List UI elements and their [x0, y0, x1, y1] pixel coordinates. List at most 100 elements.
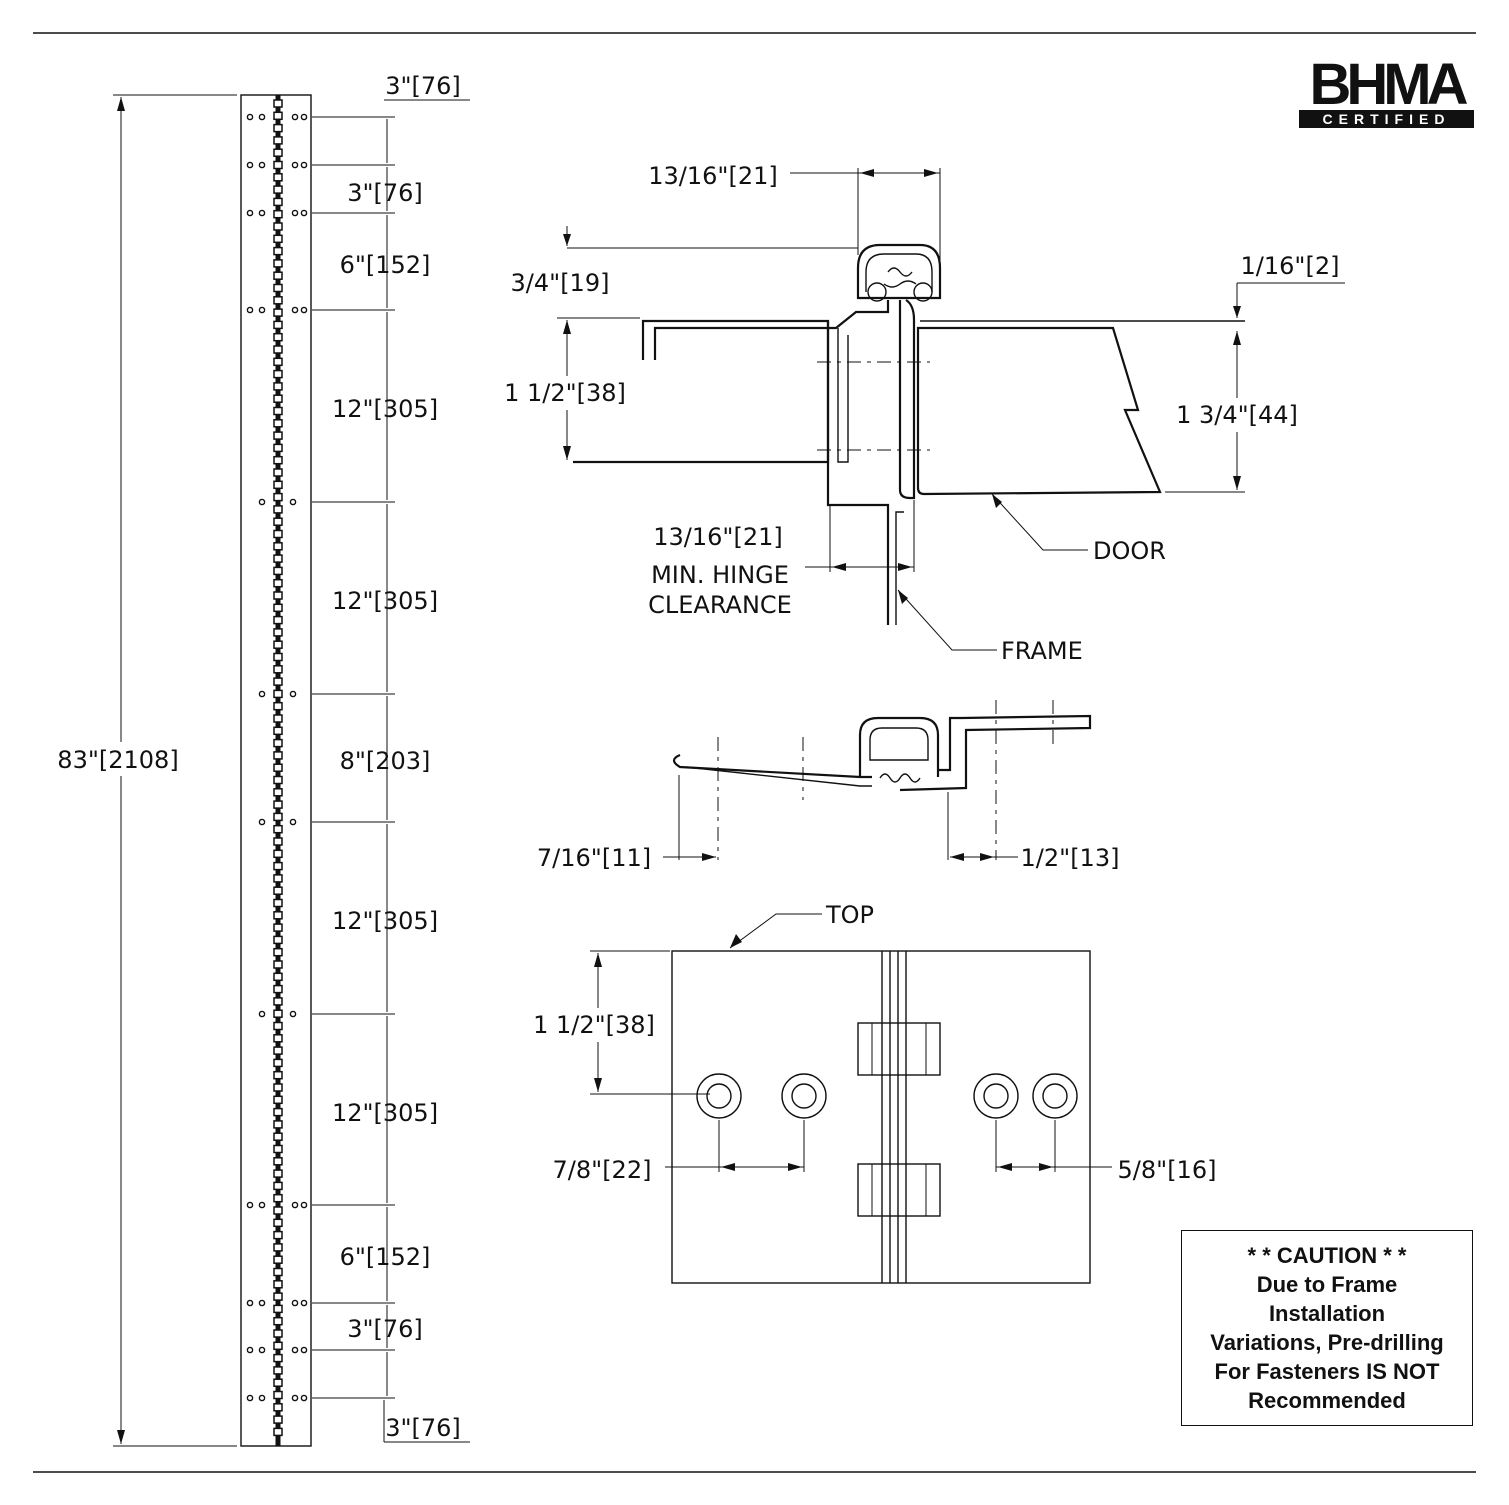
spacing-label-5: 12"[305] [332, 587, 438, 615]
hinge-knuckle [273, 1107, 283, 1117]
hinge-knuckle [273, 148, 283, 157]
hinge-knuckle [273, 1169, 283, 1178]
hinge-knuckle [273, 947, 283, 957]
hinge-knuckle [273, 763, 283, 772]
face-knuckle-details [871, 1023, 927, 1216]
end-arrow-left [702, 853, 716, 861]
hinge-knuckle [273, 603, 283, 613]
end-arrows-right [950, 853, 994, 861]
hinge-knuckle [273, 382, 283, 391]
logo-main-text: BHMA [1309, 52, 1469, 117]
hinge-knuckle [273, 99, 283, 108]
frame-leaf-upper [653, 300, 890, 360]
hinge-knuckle [273, 972, 283, 982]
hinge-knuckle [273, 1415, 283, 1424]
top-label: TOP [825, 901, 874, 929]
hinge-knuckle [273, 824, 283, 834]
reveal-arrow [1233, 306, 1241, 318]
hinge-knuckle [273, 234, 283, 244]
fastener-hole [258, 690, 266, 698]
spacing-label-1: 3"[76] [385, 72, 461, 100]
hinge-knuckle [273, 1120, 283, 1129]
fastener-hole [258, 1394, 266, 1402]
hinge-knuckle [273, 578, 283, 588]
hinge-knuckle [273, 1403, 283, 1412]
fastener-hole [246, 1201, 254, 1209]
hinge-knuckle [273, 443, 283, 453]
face-knuckle-lower [857, 1163, 941, 1217]
door-label: DOOR [1093, 537, 1166, 565]
hinge-knuckle [273, 271, 283, 280]
section-knuckle-inner [865, 253, 933, 292]
hole-1-inner [706, 1083, 732, 1109]
top-leader [729, 913, 822, 949]
end-knuckle-inner [869, 727, 929, 761]
fastener-hole [258, 1201, 266, 1209]
spacing-label-6: 8"[203] [340, 747, 431, 775]
fastener-hole [258, 161, 266, 169]
hinge-knuckle [273, 1095, 283, 1105]
door-leaf [898, 299, 916, 500]
hinge-knuckle [273, 800, 283, 809]
fastener-hole [289, 498, 297, 506]
caution-heading: * * CAUTION * * [1247, 1243, 1407, 1268]
hinge-knuckle [273, 1157, 283, 1166]
hinge-knuckle [273, 1267, 283, 1277]
hinge-knuckle [273, 1316, 283, 1326]
section-view: 13/16"[21] 3/4"[19] 1 1/2"[38] 1/16"[2] … [500, 162, 1345, 665]
frame-stop-inner [895, 511, 904, 625]
caution-line-2: Installation [1268, 1301, 1386, 1326]
fastener-hole [258, 1346, 266, 1354]
hinge-elevation: 83"[2108] 3"[76] 3"[76] 6"[152] 12"[305]… [57, 72, 470, 1447]
hinge-knuckle [273, 701, 283, 711]
end-leaf-right [899, 714, 1092, 792]
hinge-knuckle [273, 775, 283, 785]
hinge-knuckle [273, 431, 283, 440]
hinge-knuckle [273, 1046, 283, 1055]
hinge-knuckle [273, 1193, 283, 1203]
hinge-knuckle [273, 394, 283, 403]
hinge-knuckle [273, 517, 283, 526]
fastener-hole [300, 1346, 308, 1354]
hinge-knuckle [273, 345, 283, 354]
hinge-knuckle [273, 296, 283, 305]
hinge-knuckle [273, 935, 283, 945]
hinge-knuckle [273, 1243, 283, 1252]
fastener-hole [300, 306, 308, 314]
hinge-knuckle [273, 468, 283, 477]
fastener-hole [246, 1299, 254, 1307]
end-left-offset-label: 7/16"[11] [537, 844, 651, 872]
fastener-hole [300, 113, 308, 121]
fastener-hole [300, 1394, 308, 1402]
spacing-label-3: 6"[152] [340, 251, 431, 279]
hinge-knuckle [273, 542, 283, 551]
hinge-knuckle [273, 984, 283, 994]
edge-label-bg [528, 1008, 660, 1042]
hinge-knuckle [273, 886, 283, 895]
caution-line-3: Variations, Pre-drilling [1210, 1330, 1444, 1355]
fastener-hole [291, 1201, 299, 1209]
hinge-knuckle [273, 1083, 283, 1092]
caution-line-1: Due to Frame [1256, 1272, 1398, 1297]
logo-sub-text: CERTIFIED [1299, 110, 1474, 128]
hinge-knuckle [273, 332, 283, 342]
offset-label: 3/4"[19] [511, 269, 610, 297]
hinge-knuckle [273, 1021, 283, 1031]
spacing-label-8: 12"[305] [332, 1099, 438, 1127]
hole-4-inner [1042, 1083, 1068, 1109]
fastener-hole [289, 690, 297, 698]
hinge-knuckle [273, 714, 283, 723]
face-view: TOP 1 1/2"[38] 7/8"[22] 5/8"[16] [528, 901, 1216, 1284]
edge-dim-arrows [594, 953, 602, 1092]
hole-4-outer [1032, 1073, 1078, 1119]
top-clearance-label: 13/16"[21] [648, 162, 777, 190]
caution-line-5: Recommended [1248, 1388, 1406, 1413]
hinge-knuckle [273, 1009, 283, 1018]
end-leaf-left [672, 753, 872, 779]
hinge-knuckle [273, 1292, 283, 1301]
end-leaf-left-inner [685, 766, 872, 787]
hinge-knuckle [273, 1280, 283, 1289]
hinge-knuckle [273, 209, 283, 219]
hinge-knuckle [273, 222, 283, 231]
